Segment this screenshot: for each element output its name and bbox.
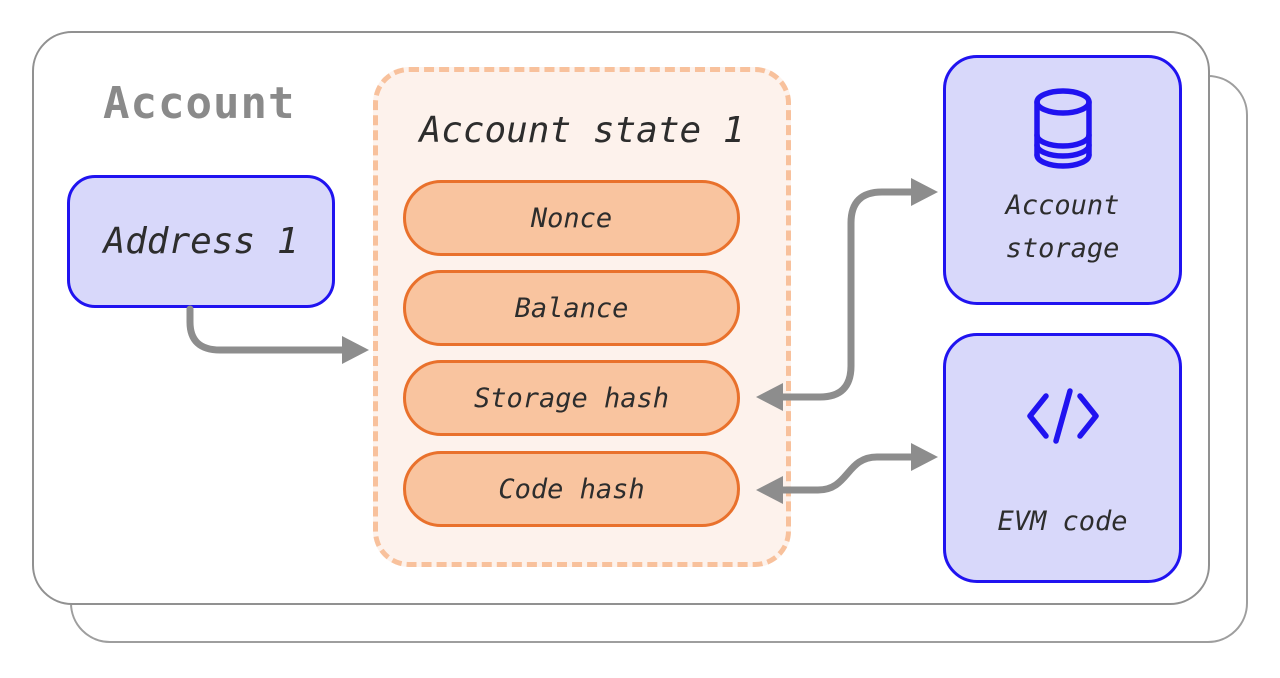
nonce-label: Nonce [530, 202, 613, 234]
nonce-field: Nonce [403, 180, 740, 256]
account-container-title: Account [103, 78, 296, 129]
storage-hash-label: Storage hash [473, 382, 670, 414]
storage-hash-field: Storage hash [403, 360, 740, 436]
address-box-label: Address 1 [103, 221, 299, 262]
account-state-container: Account state 1 Nonce Balance Storage ha… [373, 67, 791, 567]
account-storage-label-line2: storage [1005, 233, 1120, 264]
balance-field: Balance [403, 270, 740, 346]
balance-label: Balance [514, 292, 629, 324]
account-storage-box: Account storage [943, 55, 1182, 305]
evm-code-box: EVM code [943, 333, 1182, 583]
account-state-title: Account state 1 [419, 110, 745, 151]
evm-code-label: EVM code [997, 506, 1128, 537]
address-box: Address 1 [67, 175, 335, 308]
code-hash-label: Code hash [498, 473, 645, 505]
database-icon [1033, 88, 1092, 169]
account-storage-label-line1: Account [1005, 190, 1120, 221]
code-hash-field: Code hash [403, 451, 740, 527]
code-icon [1026, 388, 1099, 444]
